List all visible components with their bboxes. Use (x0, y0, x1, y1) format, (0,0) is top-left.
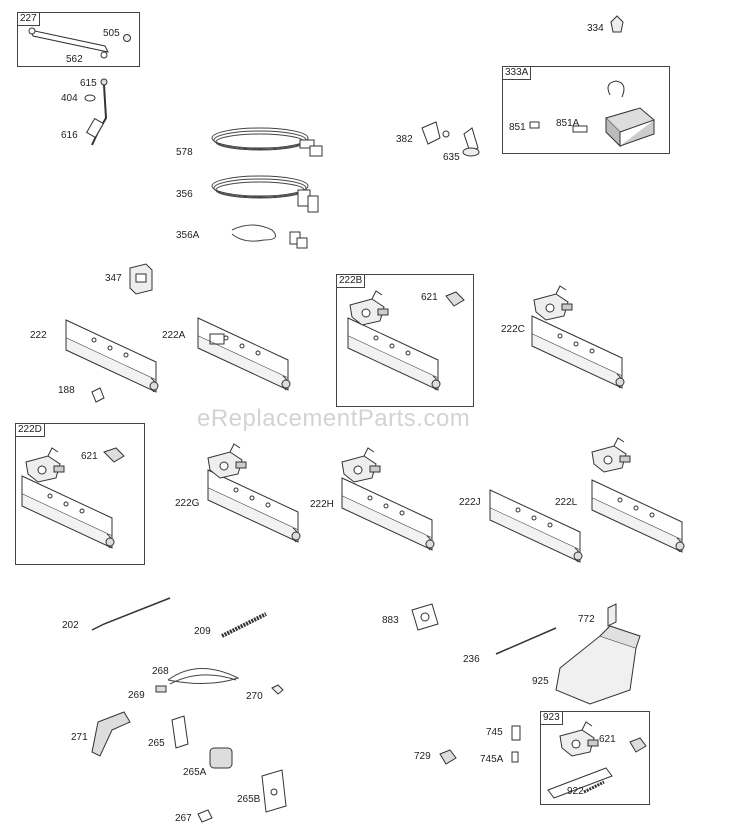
part-label: 883 (382, 615, 399, 626)
watermark: eReplacementParts.com (197, 405, 471, 432)
part-label: 209 (194, 626, 211, 637)
part-label: 621 (421, 292, 438, 303)
part-label: 236 (463, 654, 480, 665)
box-222B: 222B (336, 274, 474, 407)
part-label: 334 (587, 23, 604, 34)
part-label: 270 (246, 691, 263, 702)
box-227: 227 (17, 12, 140, 67)
box-923: 923 (540, 711, 650, 805)
part-label: 222J (459, 497, 481, 508)
part-label: 925 (532, 676, 549, 687)
part-label: 922 (567, 786, 584, 797)
part-label: 265A (183, 767, 207, 778)
part-label: 615 (80, 78, 97, 89)
part-label: 578 (176, 147, 193, 158)
part-label: 851A (556, 118, 580, 129)
part-label: 745 (486, 727, 503, 738)
part-label: 851 (509, 122, 526, 133)
box-tag: 333A (503, 67, 532, 80)
part-label: 356 (176, 189, 193, 200)
part-label: 222 (30, 330, 47, 341)
part-label: 188 (58, 385, 75, 396)
part-label: 621 (599, 734, 616, 745)
part-label: 269 (128, 690, 145, 701)
part-label: 222L (555, 497, 578, 508)
part-label: 356A (176, 230, 200, 241)
box-tag: 227 (18, 13, 40, 26)
box-tag: 222D (16, 424, 45, 437)
part-label: 222C (501, 324, 525, 335)
part-label: 222G (175, 498, 200, 509)
part-label: 202 (62, 620, 79, 631)
part-label: 729 (414, 751, 431, 762)
part-label: 772 (578, 614, 595, 625)
box-tag: 222B (337, 275, 366, 288)
box-333A: 333A (502, 66, 670, 154)
box-222D: 222D (15, 423, 145, 565)
part-label: 222H (310, 499, 334, 510)
part-label: 268 (152, 666, 169, 677)
part-label: 265 (148, 738, 165, 749)
part-label: 267 (175, 813, 192, 824)
box-tag: 923 (541, 712, 563, 725)
part-label: 505 (103, 28, 120, 39)
part-227-drawing (28, 27, 131, 59)
part-label: 635 (443, 152, 460, 163)
part-label: 745A (480, 754, 504, 765)
part-label: 404 (61, 93, 78, 104)
part-label: 382 (396, 134, 413, 145)
part-label: 621 (81, 451, 98, 462)
part-label: 616 (61, 130, 78, 141)
part-label: 347 (105, 273, 122, 284)
part-label: 265B (237, 794, 261, 805)
part-label: 222A (162, 330, 186, 341)
part-label: 271 (71, 732, 88, 743)
part-label: 562 (66, 54, 83, 65)
